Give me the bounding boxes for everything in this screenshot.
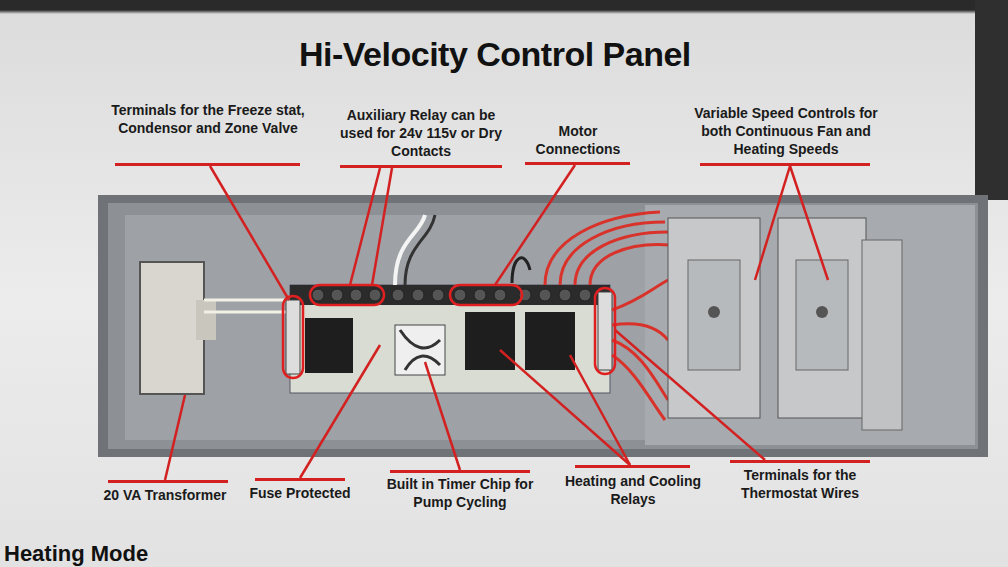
transformer-callout: 20 VA Transformer: [100, 486, 230, 504]
section-heading: Heating Mode: [4, 540, 148, 567]
panel-title: Hi-Velocity Control Panel: [299, 36, 691, 73]
freeze-stat-callout: Terminals for the Freeze stat, Condensor…: [108, 101, 308, 137]
motor-callout: Motor Connections: [518, 122, 638, 158]
timer-callout: Built in Timer Chip for Pump Cycling: [375, 475, 545, 511]
thermostat-callout: Terminals for the Thermostat Wires: [720, 466, 880, 502]
relay-callout: Heating and Cooling Relays: [563, 472, 703, 508]
speed-control-callout: Variable Speed Controls for both Continu…: [686, 104, 886, 159]
fuse-callout: Fuse Protected: [245, 484, 355, 502]
aux-relay-callout: Auxiliary Relay can be used for 24v 115v…: [331, 106, 511, 161]
